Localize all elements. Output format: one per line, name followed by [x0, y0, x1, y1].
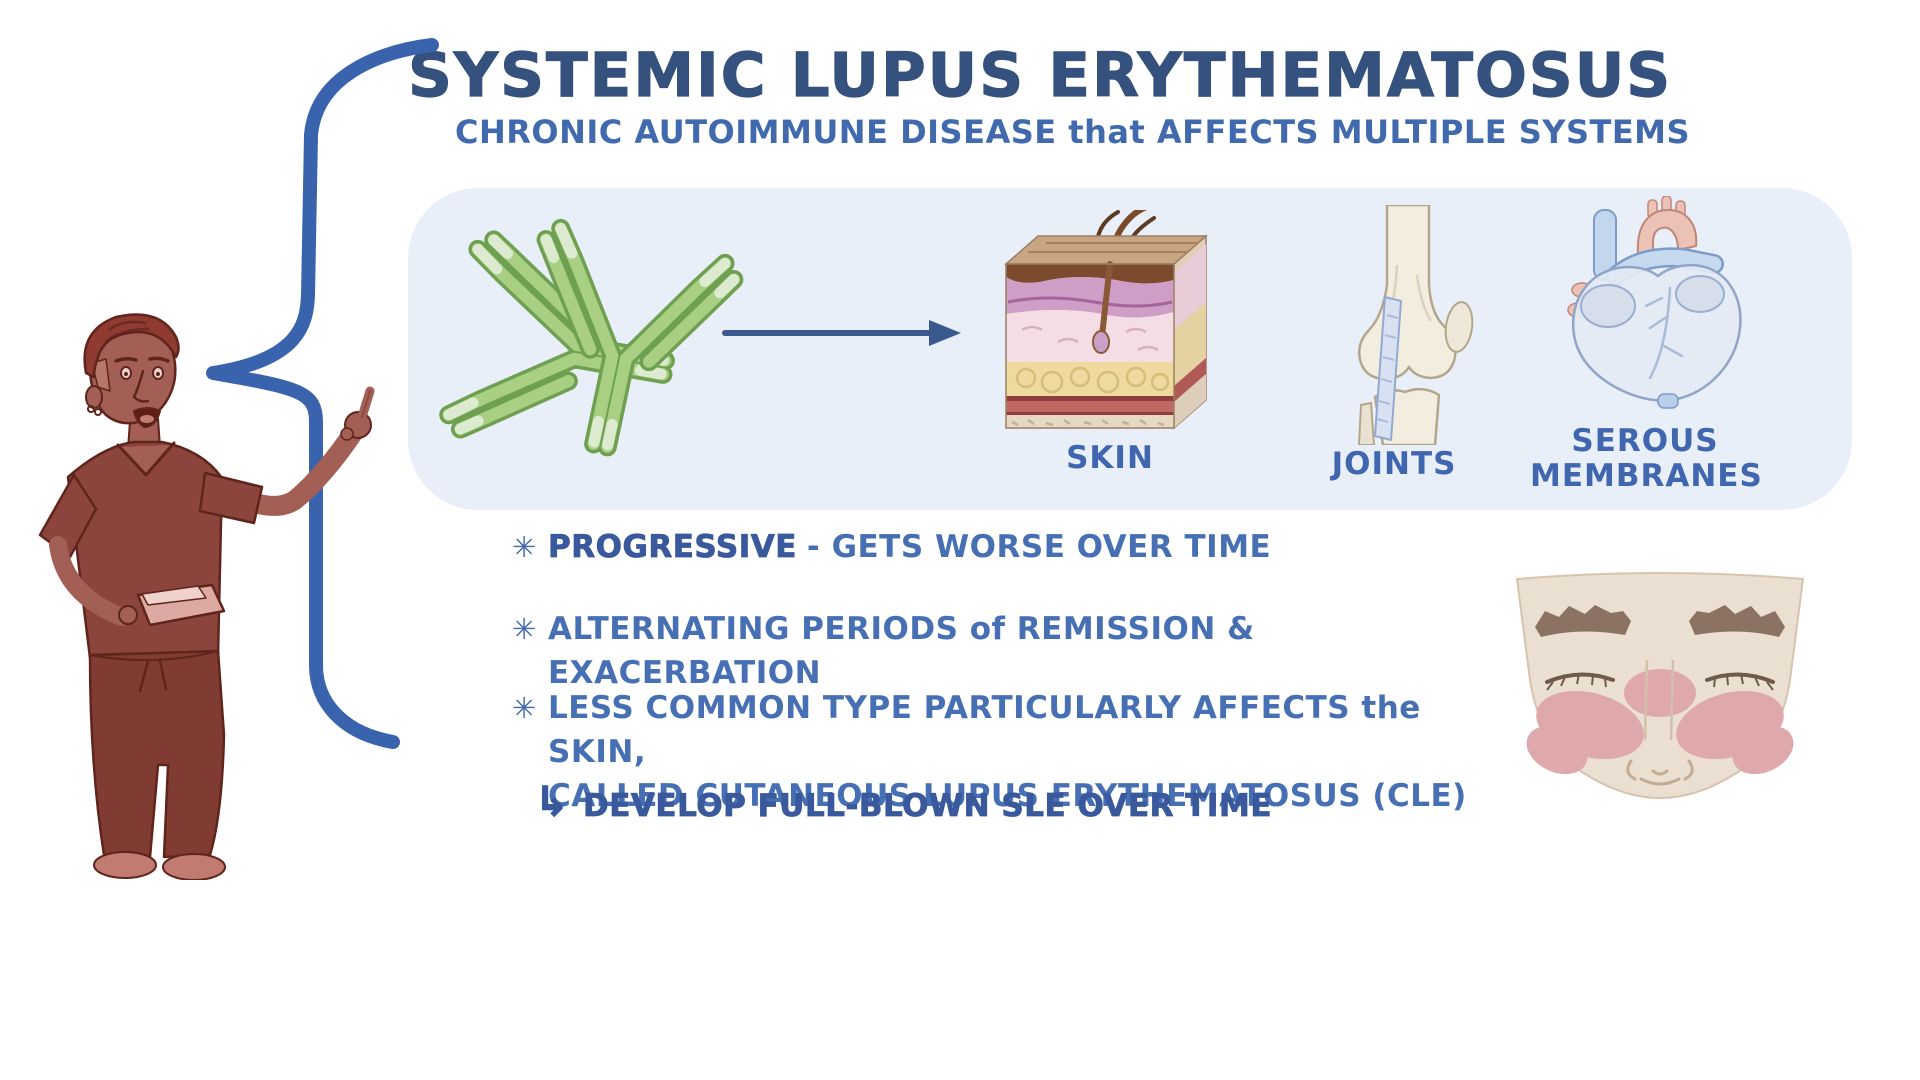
bullet-line2: CALLED CUTANEOUS LUPUS ERYTHEMATOSUS (CL…	[548, 778, 1467, 815]
page-subtitle: CHRONIC AUTOIMMUNE DISEASE that AFFECTS …	[455, 113, 1691, 151]
skin-label: SKIN	[1066, 440, 1154, 476]
asterisk-icon: ✳	[512, 691, 537, 725]
bullet-cle: ✳ LESS COMMON TYPE PARTICULARLY AFFECTS …	[512, 686, 1512, 818]
presenter-illustration	[38, 313, 375, 880]
bullet-lead: PROGRESSIVE	[548, 529, 797, 566]
heart-pericardium-icon	[1567, 196, 1742, 409]
bullet-rest: - GETS WORSE OVER TIME	[806, 529, 1272, 565]
asterisk-icon: ✳	[512, 612, 537, 646]
bullet-text: PROGRESSIVE- GETS WORSE OVER TIME	[548, 525, 1271, 569]
page-title: SYSTEMIC LUPUS ERYTHEMATOSUS	[407, 39, 1673, 111]
bullet-text: LESS COMMON TYPE PARTICULARLY AFFECTS th…	[548, 686, 1512, 818]
butterfly-rash	[1526, 669, 1794, 775]
bullet-remission: ✳ ALTERNATING PERIODS of REMISSION & EXA…	[512, 607, 1512, 695]
right-arrow-icon	[722, 320, 961, 346]
antibody-icon	[430, 215, 760, 465]
down-right-arrow-icon: ↳	[534, 779, 570, 825]
knee-joint-icon	[1357, 205, 1474, 445]
asterisk-icon: ✳	[512, 530, 537, 564]
bullet-line1: LESS COMMON TYPE PARTICULARLY AFFECTS th…	[548, 690, 1421, 771]
malar-rash-face-icon	[1515, 572, 1805, 800]
skin-cross-section-icon	[1004, 210, 1208, 430]
speech-brace-icon	[206, 38, 439, 749]
bullet-text: ALTERNATING PERIODS of REMISSION & EXACE…	[548, 611, 1255, 692]
joints-label: JOINTS	[1331, 446, 1457, 482]
sub-bullet-develop-sle: ↳ DEVELOP FULL-BLOWN SLE OVER TIME	[534, 779, 1272, 825]
serous-membranes-label: SEROUS MEMBRANES	[1530, 423, 1763, 494]
sub-bullet-text: DEVELOP FULL-BLOWN SLE OVER TIME	[583, 788, 1272, 825]
bullet-progressive: ✳ PROGRESSIVE- GETS WORSE OVER TIME	[512, 525, 1512, 569]
